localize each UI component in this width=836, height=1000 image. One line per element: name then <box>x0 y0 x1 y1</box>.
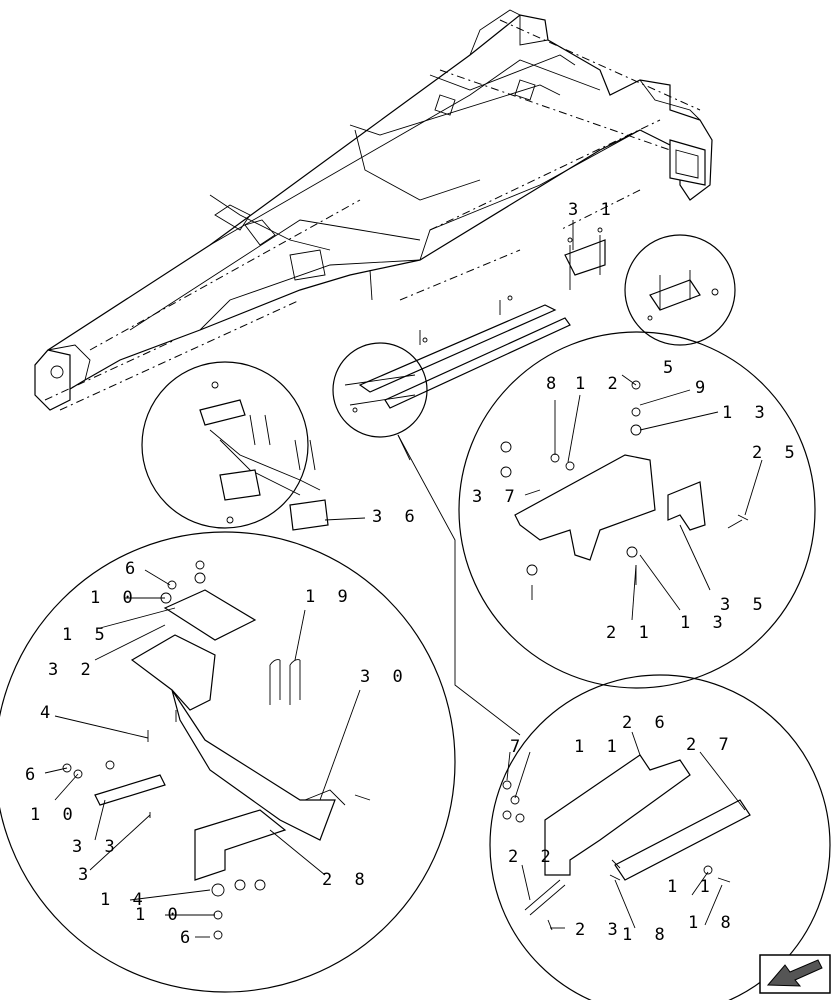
previous-page-arrow-icon[interactable] <box>759 954 831 994</box>
callout-32: 3 2 <box>48 660 97 680</box>
detail-circle-lower-right <box>489 674 831 1000</box>
callout-11b: 1 1 <box>667 877 716 897</box>
callout-13a: 1 3 <box>722 403 771 423</box>
callout-6c: 6 <box>180 928 196 948</box>
callout-15: 1 5 <box>62 625 111 645</box>
callout-27: 2 7 <box>686 735 735 755</box>
callout-labels: 3 1 5 8 1 2 9 1 3 2 5 3 7 3 5 2 1 1 3 3 … <box>25 200 801 948</box>
callout-10c: 1 0 <box>135 905 184 925</box>
detail-circle-large-right <box>458 331 816 689</box>
leader-lines <box>44 220 763 938</box>
callout-13b: 1 3 <box>680 613 729 633</box>
detail-circle-small-mid <box>332 342 428 438</box>
callout-26: 2 6 <box>622 713 671 733</box>
connector-lines <box>397 434 521 736</box>
detail-circle-left <box>141 361 329 531</box>
callout-19: 1 9 <box>305 587 354 607</box>
callout-12: 1 2 <box>575 374 624 394</box>
frame-guide-lines <box>44 19 701 411</box>
callout-30: 3 0 <box>360 667 409 687</box>
callout-10a: 1 0 <box>90 588 139 608</box>
callout-14: 1 4 <box>100 890 149 910</box>
callout-4: 4 <box>40 703 56 723</box>
rail-assembly <box>358 295 571 409</box>
callout-28: 2 8 <box>322 870 371 890</box>
callout-11a: 1 1 <box>574 737 623 757</box>
bracket-assembly-31 <box>564 227 606 290</box>
callout-33: 3 3 <box>72 837 121 857</box>
callout-25: 2 5 <box>752 443 801 463</box>
callout-35: 3 5 <box>720 595 769 615</box>
callout-10b: 1 0 <box>30 805 79 825</box>
callout-8: 8 <box>546 374 562 394</box>
callout-9: 9 <box>695 378 711 398</box>
callout-23: 2 3 <box>575 920 624 940</box>
callout-3: 3 <box>78 865 94 885</box>
callout-31: 3 1 <box>568 200 617 220</box>
callout-37: 3 7 <box>472 487 521 507</box>
callout-21: 2 1 <box>606 623 655 643</box>
callout-5: 5 <box>663 358 679 378</box>
callout-7: 7 <box>510 737 526 757</box>
detail-circle-small-right <box>624 234 736 346</box>
detail-circle-large-left <box>0 531 456 993</box>
callout-36: 3 6 <box>372 507 421 527</box>
callout-18b: 1 8 <box>688 913 737 933</box>
callout-18a: 1 8 <box>622 925 671 945</box>
main-frame <box>34 9 713 411</box>
callout-6a: 6 <box>125 559 141 579</box>
callout-22: 2 2 <box>508 847 557 867</box>
callout-6b: 6 <box>25 765 41 785</box>
